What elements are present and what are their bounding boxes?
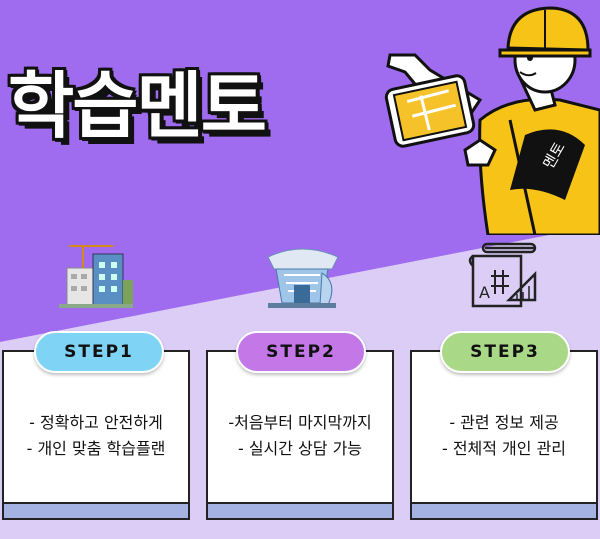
step3-card-footer	[412, 502, 596, 518]
armband: 멘토	[510, 129, 585, 200]
step3-card: - 관련 정보 제공 - 전체적 개인 관리	[410, 350, 598, 520]
step1-line1: - 정확하고 안전하게	[29, 413, 163, 432]
page-title: 학습멘토	[8, 64, 267, 148]
step1-badge: STEP1	[34, 331, 164, 373]
stadium-building-icon	[267, 248, 339, 308]
step3-line2: - 전체적 개인 관리	[441, 439, 567, 458]
step2-line1: -처음부터 마지막까지	[228, 413, 372, 432]
step1-line2: - 개인 맞춤 학습플랜	[26, 439, 166, 458]
step3-text: - 관련 정보 제공 - 전체적 개인 관리	[412, 410, 596, 462]
step2-card: -처음부터 마지막까지 - 실시간 상담 가능	[206, 350, 394, 520]
hard-hat-icon	[498, 6, 592, 58]
building-construction-icon	[59, 245, 133, 308]
step1-card-footer	[4, 502, 188, 518]
step2-line2: - 실시간 상담 가능	[237, 439, 363, 458]
blueprint-icon: A	[468, 242, 537, 308]
step2-card-footer	[208, 502, 392, 518]
step3-line1: - 관련 정보 제공	[449, 413, 559, 432]
construction-worker-illustration: 멘토	[384, 6, 600, 235]
step2-text: -처음부터 마지막까지 - 실시간 상담 가능	[208, 410, 392, 462]
step1-text: - 정확하고 안전하게 - 개인 맞춤 학습플랜	[4, 410, 188, 462]
step3-badge: STEP3	[440, 331, 570, 373]
svg-text:A: A	[479, 283, 490, 302]
tablet-icon	[384, 74, 476, 148]
step2-badge: STEP2	[236, 331, 366, 373]
step1-card: - 정확하고 안전하게 - 개인 맞춤 학습플랜	[2, 350, 190, 520]
